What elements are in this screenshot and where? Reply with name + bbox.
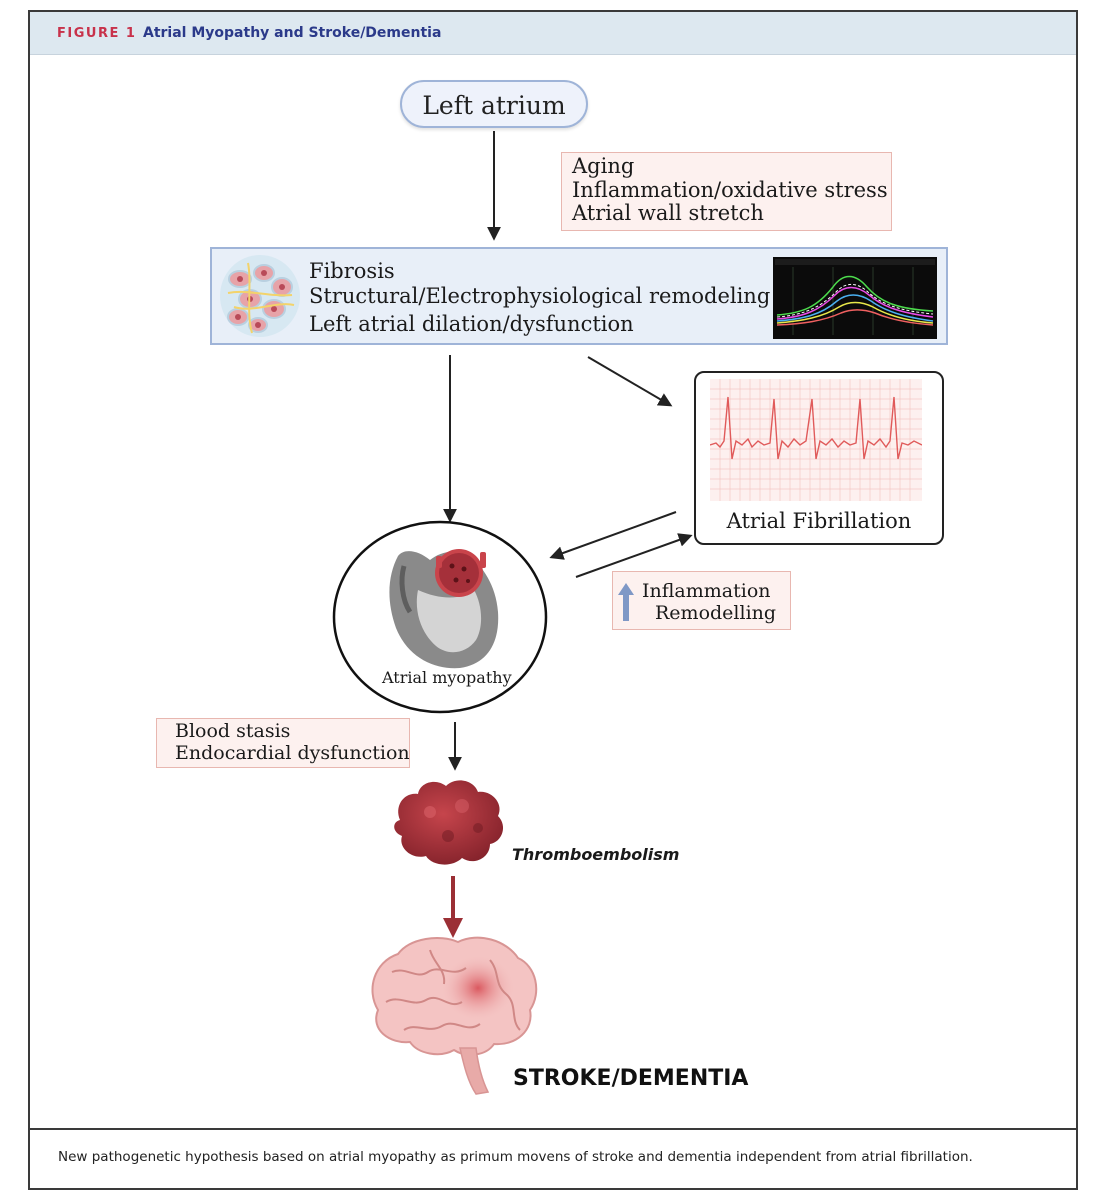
figure-label: FIGURE 1	[57, 26, 137, 41]
arrow-af-to-myopathy	[549, 511, 677, 560]
feedback-box: Inflammation Remodelling	[612, 571, 791, 630]
risk-factor-inflammation: Inflammation/oxidative stress	[572, 177, 888, 202]
stroke-dementia-label: STROKE/DEMENTIA	[513, 1066, 749, 1091]
remodeling-structural: Structural/Electrophysiological remodeli…	[309, 284, 771, 308]
figure-frame: FIGURE 1 Atrial Myopathy and Stroke/Deme…	[28, 10, 1078, 1190]
risk-factor-aging: Aging	[572, 154, 635, 178]
brain-icon	[371, 936, 538, 1095]
remodeling-box: Fibrosis Structural/Electrophysiological…	[210, 247, 948, 345]
risk-factors-box: Aging Inflammation/oxidative stress Atri…	[561, 152, 892, 231]
atrial-fibrillation-box: Atrial Fibrillation	[694, 371, 944, 545]
arrow-up-icon	[618, 583, 634, 621]
thrombus-icon	[394, 780, 504, 865]
ecg-strip-icon	[710, 379, 922, 501]
remodeling-dilation: Left atrial dilation/dysfunction	[309, 312, 634, 336]
figure-title: Atrial Myopathy and Stroke/Dementia	[143, 25, 442, 41]
atrial-fibrillation-label: Atrial Fibrillation	[726, 509, 912, 533]
thromboembolism-label: Thromboembolism	[512, 845, 680, 864]
figure-caption: New pathogenetic hypothesis based on atr…	[58, 1149, 973, 1165]
mechanism-blood-stasis: Blood stasis	[175, 720, 291, 742]
arrow-remodeling-to-af	[587, 356, 673, 407]
feedback-remodelling: Remodelling	[655, 602, 777, 624]
fibrotic-tissue-icon	[220, 255, 300, 337]
heart-icon	[389, 549, 499, 669]
figure-header: FIGURE 1 Atrial Myopathy and Stroke/Deme…	[30, 12, 1076, 55]
feedback-inflammation: Inflammation	[642, 580, 771, 602]
arrow-myopathy-to-af	[575, 533, 693, 578]
caption-divider	[30, 1128, 1076, 1130]
left-atrium-label: Left atrium	[422, 91, 566, 120]
risk-factor-wall-stretch: Atrial wall stretch	[572, 201, 764, 225]
remodeling-text: Fibrosis Structural/Electrophysiological…	[309, 258, 770, 337]
mechanism-endocardial: Endocardial dysfunction	[175, 742, 410, 764]
atrial-myopathy-label: Atrial myopathy	[382, 668, 512, 687]
mechanisms-box: Blood stasis Endocardial dysfunction	[156, 718, 410, 768]
strain-curve-monitor-icon	[773, 257, 937, 339]
remodeling-fibrosis: Fibrosis	[309, 259, 395, 283]
left-atrium-node: Left atrium	[400, 80, 588, 128]
